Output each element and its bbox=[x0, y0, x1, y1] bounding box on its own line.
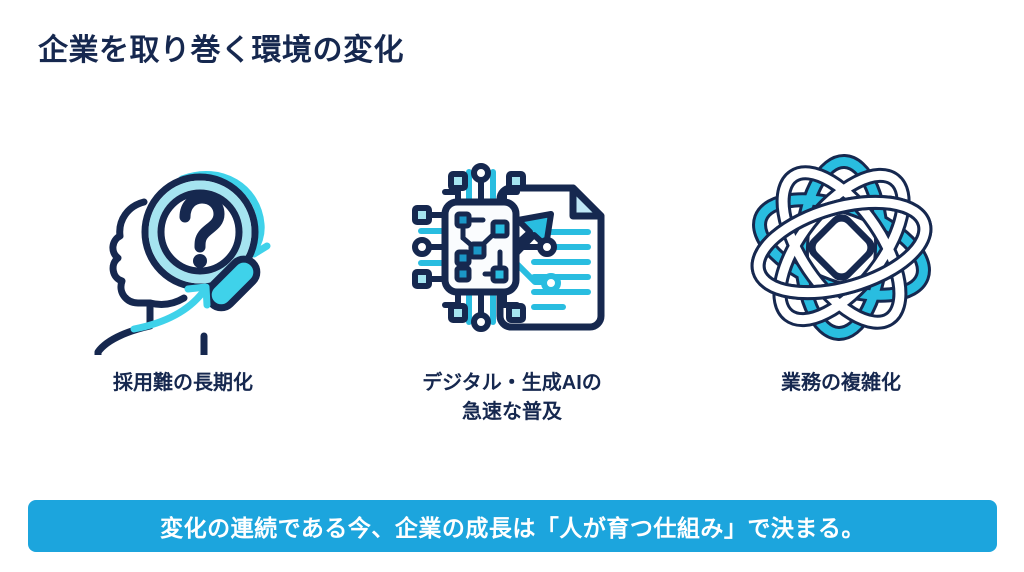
card-work-complexity: 業務の複雑化 bbox=[686, 140, 996, 398]
card-digital-generative-ai: デジタル・生成AIの 急速な普及 bbox=[357, 140, 667, 427]
ai-chip-document-icon bbox=[405, 140, 620, 355]
card-row: 採用難の長期化 bbox=[28, 140, 996, 470]
card-label: 業務の複雑化 bbox=[781, 372, 901, 394]
banner-text: 変化の連続である今、企業の成長は「人が育つ仕組み」で決まる。 bbox=[160, 515, 865, 541]
interwoven-knot-icon bbox=[734, 140, 949, 355]
card-label: 採用難の長期化 bbox=[113, 372, 253, 394]
key-message-banner: 変化の連続である今、企業の成長は「人が育つ仕組み」で決まる。 bbox=[28, 500, 997, 552]
card-label: デジタル・生成AIの 急速な普及 bbox=[422, 372, 602, 423]
card-recruiting-difficulty: 採用難の長期化 bbox=[28, 140, 338, 398]
person-magnifier-question-icon bbox=[76, 140, 291, 355]
page-title: 企業を取り巻く環境の変化 bbox=[38, 34, 404, 67]
